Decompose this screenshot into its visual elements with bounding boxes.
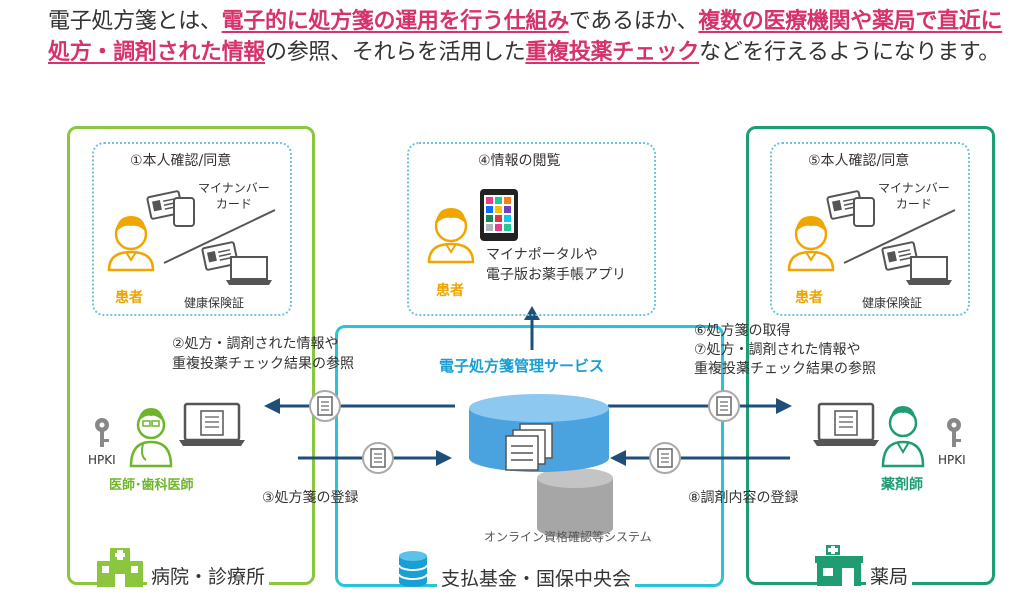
hospital-step1-label: ①本人確認/同意 bbox=[130, 153, 232, 169]
stacked-documents-icon bbox=[505, 423, 553, 471]
fund-database-icon bbox=[398, 551, 428, 587]
hospital-patient-label: 患者 bbox=[115, 290, 143, 306]
online-qualification-database-icon bbox=[537, 468, 613, 538]
pharmacy-building-icon bbox=[815, 545, 863, 586]
header-text-1: 電子処方箋とは、 bbox=[48, 9, 222, 34]
pharmacy-divider-line bbox=[843, 209, 956, 264]
header-text-2: であるほか、 bbox=[568, 9, 699, 34]
arrow-hospital-to-service bbox=[298, 442, 452, 474]
pharmacy-step8-label: ⑧調剤内容の登録 bbox=[688, 490, 799, 506]
arrow-service-to-hospital bbox=[264, 390, 455, 422]
portal-app-label: マイナポータルや 電子版お薬手帳アプリ bbox=[486, 247, 626, 283]
hospital-card-reader-icon bbox=[173, 197, 195, 227]
hospital-insurance-label: 健康保険証 bbox=[184, 296, 245, 310]
online-qualification-label: オンライン資格確認等システム bbox=[484, 530, 652, 544]
hospital-building-icon bbox=[97, 548, 143, 587]
header-description: 電子処方箋とは、電子的に処方箋の運用を行う仕組みであるほか、複数の医療機関や薬局… bbox=[48, 6, 1013, 68]
doctor-icon bbox=[129, 408, 173, 468]
header-highlight-3: 重複投薬チェック bbox=[525, 40, 700, 65]
pharmacy-step5-label: ⑤本人確認/同意 bbox=[808, 153, 910, 169]
pharmacy-card-reader-icon bbox=[853, 197, 875, 227]
arrow-service-to-pharmacy bbox=[608, 390, 792, 422]
fund-label: 支払基金・国保中央会 bbox=[437, 564, 636, 591]
hospital-hpki-label: HPKI bbox=[88, 453, 116, 467]
pharmacy-laptop-icon bbox=[811, 402, 881, 448]
step4-label: ④情報の閲覧 bbox=[478, 153, 561, 169]
center-patient-label: 患者 bbox=[436, 283, 464, 299]
hospital-divider-line bbox=[163, 209, 276, 264]
pharmacist-icon bbox=[881, 406, 925, 468]
pharmacy-small-laptop-icon bbox=[906, 256, 952, 285]
pharmacy-mynumber-label: マイナンバー カード bbox=[878, 181, 950, 211]
header-highlight-1: 電子的に処方箋の運用を行う仕組み bbox=[221, 9, 570, 34]
pharmacy-patient-label: 患者 bbox=[795, 290, 823, 306]
hospital-patient-consent-box bbox=[92, 142, 292, 316]
hospital-laptop-icon bbox=[177, 402, 247, 448]
hospital-step3-label: ③処方箋の登録 bbox=[262, 490, 359, 506]
header-highlight-2: 複数の医療機関や薬局で直近に処方・調剤された情報 bbox=[48, 9, 1003, 65]
arrow-pharmacy-to-service bbox=[610, 442, 790, 474]
hospital-label: 病院・診療所 bbox=[147, 562, 270, 589]
hpki-key-icon-hospital bbox=[95, 418, 109, 447]
pharmacy-insurance-label: 健康保険証 bbox=[862, 296, 923, 310]
smartphone-icon bbox=[480, 189, 518, 241]
hpki-key-icon-pharmacy bbox=[947, 418, 961, 447]
arrow-to-portal bbox=[524, 306, 540, 350]
doctor-label: 医師･歯科医師 bbox=[109, 478, 194, 493]
patient-portal-box bbox=[407, 142, 656, 316]
pharmacist-label: 薬剤師 bbox=[881, 477, 923, 493]
pharmacy-patient-consent-box bbox=[770, 142, 970, 316]
prescription-service-label: 電子処方箋管理サービス bbox=[439, 357, 605, 375]
hospital-small-laptop-icon bbox=[226, 256, 272, 285]
hospital-step2-label: ②処方・調剤された情報や 重複投薬チェック結果の参照 bbox=[172, 336, 354, 372]
hospital-mynumber-label: マイナンバー カード bbox=[198, 181, 270, 211]
pharmacy-hpki-label: HPKI bbox=[938, 453, 966, 467]
header-text-4: などを行えるようになります。 bbox=[699, 40, 1000, 65]
prescription-service-database-icon bbox=[469, 394, 609, 472]
pharmacy-label: 薬局 bbox=[866, 562, 913, 589]
pharmacy-step6-7-label: ⑥処方箋の取得 ⑦処方・調剤された情報や 重複投薬チェック結果の参照 bbox=[694, 323, 876, 377]
header-text-3: の参照、それらを活用した bbox=[265, 40, 526, 65]
